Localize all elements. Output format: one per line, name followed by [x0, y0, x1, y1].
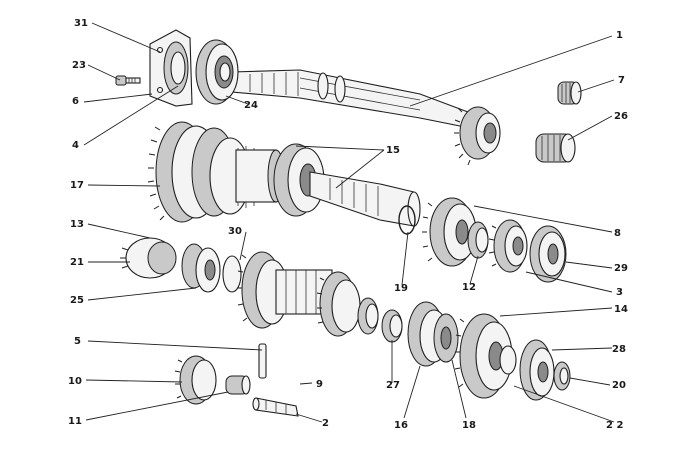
synchro-hub-16-18: [407, 301, 459, 367]
label-20: 20: [612, 380, 626, 391]
cover-plate-31: [149, 29, 193, 107]
label-17: 17: [70, 180, 84, 191]
bearing-29: [529, 225, 567, 283]
idler-shaft-2: [252, 397, 299, 417]
circlip-19: [398, 205, 416, 235]
label-27: 27: [386, 380, 400, 391]
cluster-gear-9: [237, 251, 379, 337]
label-1: 1: [616, 30, 623, 41]
needle-bearing-26: [535, 133, 576, 163]
spacer-12: [467, 221, 489, 259]
label-15: 15: [386, 145, 400, 156]
idler-gear-10: [174, 355, 217, 405]
bearing-28: [519, 339, 555, 401]
bearing-24: [195, 39, 239, 105]
label-16: 16: [394, 420, 408, 431]
cluster-gear-17: [147, 121, 285, 223]
label-28: 28: [612, 344, 626, 355]
gear-3: [488, 219, 528, 273]
main-shaft: [231, 69, 501, 166]
label-2: 2: [322, 418, 329, 429]
gear-8: [422, 197, 477, 267]
label-11: 11: [68, 416, 82, 427]
bearing-27: [381, 309, 403, 343]
label-26: 26: [614, 111, 628, 122]
bearing-housing-15: [273, 143, 325, 217]
label-31: 31: [74, 18, 88, 29]
label-22: 2 2: [606, 420, 623, 431]
label-21: 21: [70, 257, 84, 268]
label-4: 4: [72, 140, 79, 151]
label-7: 7: [618, 75, 625, 86]
bearing-25-30: [181, 243, 242, 293]
label-3: 3: [616, 287, 623, 298]
label-30: 30: [228, 226, 242, 237]
bushing-11: [225, 375, 251, 395]
bolt-23: [115, 75, 141, 86]
label-13: 13: [70, 219, 84, 230]
label-9: 9: [316, 379, 323, 390]
label-5: 5: [74, 336, 81, 347]
leader-lines: [83, 22, 615, 423]
label-23: 23: [72, 60, 86, 71]
part-labels: 1 31 23 6 24 7 26 4 15 17 13 8 30 21 29 …: [68, 18, 628, 431]
pin-5: [258, 343, 267, 379]
label-18: 18: [462, 420, 476, 431]
label-24: 24: [244, 100, 258, 111]
gear-14-22: [454, 313, 517, 399]
label-6: 6: [72, 96, 79, 107]
label-12: 12: [462, 282, 476, 293]
label-19: 19: [394, 283, 408, 294]
countershaft: [309, 171, 421, 227]
washer-20: [553, 361, 571, 391]
label-10: 10: [68, 376, 82, 387]
seal-13-21: [120, 237, 177, 279]
needle-bearing-7: [557, 81, 582, 105]
label-8: 8: [614, 228, 621, 239]
label-25: 25: [70, 295, 84, 306]
label-14: 14: [614, 304, 628, 315]
label-29: 29: [614, 263, 628, 274]
